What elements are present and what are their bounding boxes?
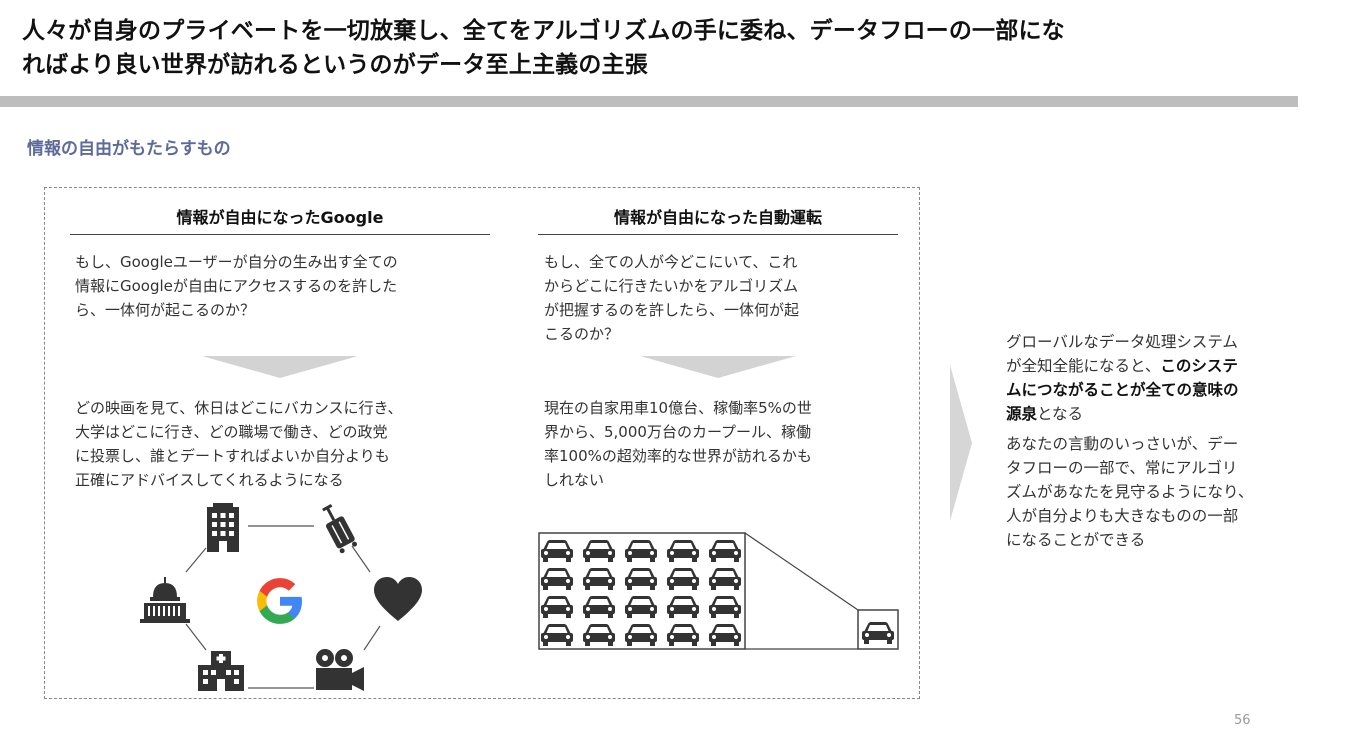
driving-answer: 現在の自家用車10億台、稼働率5%の世 界から、5,000万台のカープール、稼働… [544, 396, 812, 492]
driving-question-line: こるのか？ [544, 325, 620, 343]
driving-answer-line: 界から、5,000万台のカープール、稼働 [544, 423, 812, 441]
autonomous-driving-column-heading: 情報が自由になった自動運転 [538, 204, 898, 235]
summary-text: グローバルなデータ処理システム [1006, 333, 1238, 351]
google-question: もし、Googleユーザーが自分の生み出す全ての 情報にGoogleが自由にアク… [75, 250, 398, 322]
driving-answer-line: しれない [544, 471, 605, 489]
driving-question-line: が把握するのを許したら、一体何が起 [544, 301, 800, 319]
single-car-icon [862, 622, 894, 644]
summary-text: が全知全能になると、 [1006, 357, 1161, 375]
driving-question-line: からどこに行きたいかをアルゴリズム [544, 277, 799, 295]
title-underline-bar [0, 96, 1298, 107]
right-summary-paragraph-2: あなたの言動のいっさいが、デー タフローの一部で、常にアルゴリ ズムがあなたを見… [1006, 432, 1316, 552]
google-answer-line: 大学はどこに行き、どの職場で働き、どの政党 [75, 423, 388, 441]
summary-emphasis: 源泉 [1006, 405, 1038, 423]
summary-emphasis: ムにつながることが全ての意味の [1006, 381, 1239, 399]
parking-lot-cars-icon [538, 532, 899, 650]
summary-text: となる [1037, 405, 1084, 423]
right-arrow-icon [950, 365, 972, 521]
slide-title-line-1: 人々が自身のプライベートを一切放棄し、全てをアルゴリズムの手に委ね、データフロー… [22, 18, 1065, 44]
summary-line: 人が自分よりも大きなものの一部 [1006, 507, 1239, 525]
driving-answer-line: 率100%の超効率的な世界が訪れるかも [544, 447, 812, 465]
driving-question: もし、全ての人が今どこにいて、これ からどこに行きたいかをアルゴリズム が把握す… [544, 250, 799, 346]
summary-emphasis: このシステ [1160, 357, 1238, 375]
hospital-icon [198, 651, 244, 691]
movie-camera-icon [316, 649, 364, 691]
google-answer-line: に投票し、誰とデートすればよいか自分よりも [75, 447, 390, 465]
down-arrow-icon [202, 356, 358, 378]
google-icon-network [185, 525, 381, 689]
summary-line: になることができる [1006, 531, 1146, 549]
right-summary-paragraph-1: グローバルなデータ処理システム が全知全能になると、このシステ ムにつながること… [1006, 330, 1316, 426]
summary-line: タフローの一部で、常にアルゴリ [1006, 459, 1238, 477]
google-answer-line: どの映画を見て、休日はどこにバカンスに行き、 [75, 399, 403, 417]
heart-icon [374, 577, 422, 621]
office-building-icon [207, 503, 239, 552]
page-number: 56 [1234, 713, 1251, 728]
section-subtitle: 情報の自由がもたらすもの [27, 139, 231, 159]
luggage-icon [322, 504, 358, 554]
google-answer-line: 正確にアドバイスしてくれるようになる [75, 471, 344, 489]
google-column-heading: 情報が自由になったGoogle [70, 204, 490, 235]
slide-title: 人々が自身のプライベートを一切放棄し、全てをアルゴリズムの手に委ね、データフロー… [22, 14, 1312, 82]
google-question-line: もし、Googleユーザーが自分の生み出す全ての [75, 253, 398, 271]
google-logo [257, 578, 302, 624]
down-arrow-icon [640, 356, 796, 378]
driving-question-line: もし、全ての人が今どこにいて、これ [544, 253, 798, 271]
google-answer: どの映画を見て、休日はどこにバカンスに行き、 大学はどこに行き、どの職場で働き、… [75, 396, 402, 492]
summary-line: ズムがあなたを見守るようになり、 [1006, 483, 1254, 501]
slide-title-line-2: ればより良い世界が訪れるというのがデータ至上主義の主張 [22, 52, 648, 78]
google-question-line: ら、一体何が起こるのか？ [75, 301, 256, 319]
driving-answer-line: 現在の自家用車10億台、稼働率5%の世 [544, 399, 812, 417]
google-question-line: 情報にGoogleが自由にアクセスするのを許した [75, 277, 398, 295]
summary-line: あなたの言動のいっさいが、デー [1006, 435, 1239, 453]
capitol-building-icon [140, 577, 190, 623]
dashed-content-box [44, 187, 920, 699]
